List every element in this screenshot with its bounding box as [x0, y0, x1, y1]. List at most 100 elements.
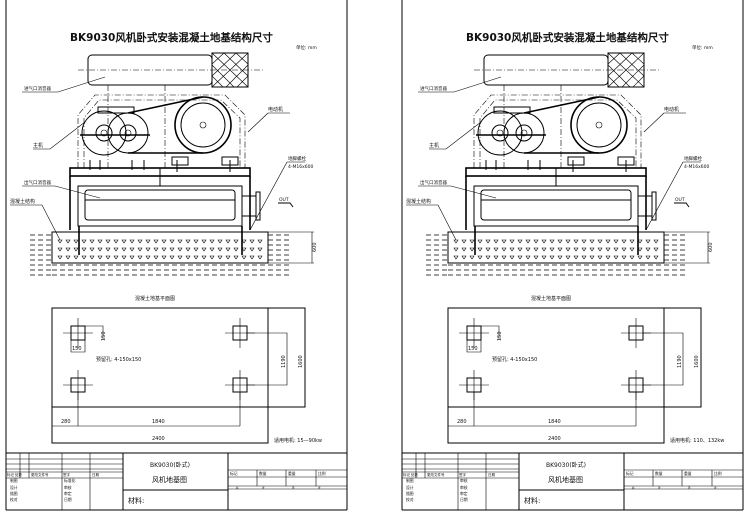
blower-elevation [465, 52, 690, 230]
role-label: 校对 [406, 497, 414, 502]
label-main-unit: 主机 [33, 142, 43, 149]
role-label: 制图 [406, 478, 414, 483]
sheet-frame [401, 0, 744, 511]
label-inlet-silencer: 进气口消音器 [420, 85, 447, 92]
info-header: 重量 [684, 471, 692, 476]
motor-range-note: 适用电机: 110、132kw [670, 437, 724, 444]
revision-header: 日期 [488, 472, 496, 477]
hole-size-horizontal: 150 [72, 346, 82, 352]
unit-label: 单位: mm [296, 44, 317, 51]
info-header: 数量 [655, 471, 663, 476]
dim-280: 280 [61, 419, 71, 425]
revision-header: 签字 [63, 472, 70, 477]
label-motor: 电动机 [664, 106, 679, 113]
revision-header: 签字 [459, 472, 467, 477]
revision-header: 日期 [92, 472, 99, 477]
dim-280: 280 [457, 419, 467, 425]
depth-dimension: 600 [312, 242, 318, 252]
material-label: 材料: [524, 496, 540, 505]
hole-size-horizontal: 150 [468, 346, 478, 352]
plan-title: 混凝土地基平面图 [135, 295, 175, 302]
role-label: 描图 [10, 491, 18, 496]
dim-2400: 2400 [548, 436, 561, 442]
info-header: 重量 [288, 471, 296, 476]
role-label: 日期 [460, 497, 468, 502]
drawing-subname: 风机地基图 [152, 475, 187, 484]
role-label: 校对 [10, 497, 18, 502]
callout-leaders [406, 76, 701, 241]
foundation-plan [447, 307, 702, 444]
callout-leaders [10, 76, 305, 241]
info-header: 数量 [259, 471, 267, 476]
material-label: 材料: [128, 496, 144, 505]
revision-header: 处数 [411, 472, 419, 477]
hole-size-vertical: 150 [497, 331, 503, 341]
title-block [6, 452, 347, 510]
label-outlet-silencer: 出气口消音器 [420, 179, 447, 186]
info-header: 比例 [714, 471, 722, 476]
dim-1190: 1190 [677, 355, 683, 368]
dim-1190: 1190 [281, 355, 287, 368]
sheet-count-label: 张 [318, 486, 321, 490]
role-label: 设计 [406, 485, 414, 490]
plan-title: 混凝土地基平面图 [531, 295, 571, 302]
label-anchor-bolt: 地脚螺栓 [288, 155, 306, 162]
info-header: 标记 [626, 471, 634, 476]
label-out: OUT [279, 197, 289, 203]
concrete-foundation [426, 226, 710, 276]
drawing-name: BK9030(卧式) [546, 461, 586, 469]
sheet-count-label: 共 [236, 486, 239, 490]
role-label: 审核 [460, 478, 468, 483]
drawing-subname: 风机地基图 [548, 475, 583, 484]
sheet-count-label: 张 [658, 486, 661, 490]
concrete-foundation [30, 226, 314, 276]
role-label: 审核 [64, 485, 72, 490]
foundation-plan [51, 307, 306, 444]
dim-1600: 1600 [298, 355, 304, 368]
label-anchor-spec: 4-M16x600 [288, 164, 313, 170]
sheet-count-label: 第 [292, 486, 295, 490]
depth-dimension: 600 [708, 242, 714, 252]
role-label: 日期 [64, 497, 72, 502]
drawing-title: BK9030风机卧式安装混凝土地基结构尺寸 [466, 31, 669, 44]
role-label: 审定 [460, 491, 468, 496]
label-out: OUT [675, 197, 685, 203]
revision-header: 更改文件号 [31, 472, 49, 477]
sheet-count-label: 第 [688, 486, 691, 490]
sheet-count-label: 共 [632, 486, 635, 490]
label-anchor-spec: 4-M16x600 [684, 164, 709, 170]
reserved-holes-note: 预留孔: 4-150x150 [96, 356, 141, 363]
unit-label: 单位: mm [692, 44, 713, 51]
label-anchor-bolt: 地脚螺栓 [684, 155, 702, 162]
label-motor: 电动机 [268, 106, 283, 113]
drawing-title: BK9030风机卧式安装混凝土地基结构尺寸 [70, 31, 273, 44]
dim-1600: 1600 [694, 355, 700, 368]
label-outlet-silencer: 出气口消音器 [24, 179, 51, 186]
title-block [402, 452, 743, 510]
revision-header: 标记 [403, 472, 411, 477]
revision-header: 处数 [15, 472, 22, 477]
sheet-frame [5, 0, 348, 511]
revision-header: 标记 [7, 472, 14, 477]
role-label: 审定 [64, 491, 72, 496]
blower-elevation [69, 52, 294, 230]
hole-size-vertical: 150 [101, 331, 107, 341]
label-inlet-silencer: 进气口消音器 [24, 85, 51, 92]
role-label: 制图 [10, 478, 18, 483]
label-concrete-structure: 混凝土结构 [406, 198, 431, 205]
dim-1840: 1840 [152, 419, 165, 425]
drawing-name: BK9030(卧式) [150, 461, 190, 469]
role-label: 设计 [10, 485, 18, 490]
revision-header: 更改文件号 [427, 472, 445, 477]
sheet-count-label: 张 [262, 486, 265, 490]
role-label: 描图 [406, 491, 414, 496]
dim-2400: 2400 [152, 436, 165, 442]
dim-1840: 1840 [548, 419, 561, 425]
info-header: 标记 [230, 471, 238, 476]
role-label: 审核 [460, 485, 468, 490]
reserved-holes-note: 预留孔: 4-150x150 [492, 356, 537, 363]
sheet-count-label: 张 [714, 486, 717, 490]
